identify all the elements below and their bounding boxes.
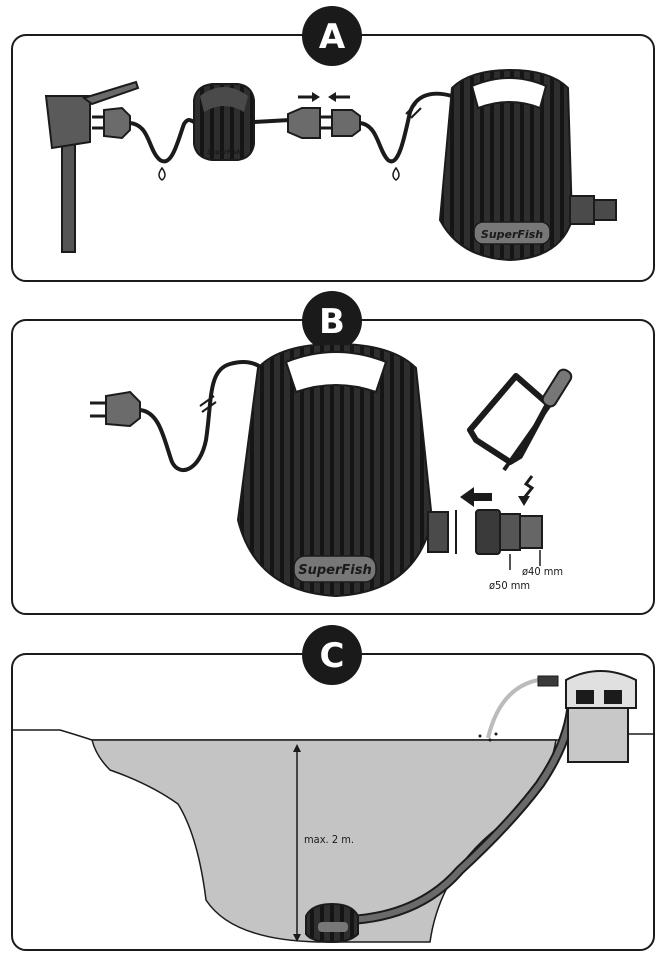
panel-b-label: B xyxy=(319,302,345,342)
filter-icon xyxy=(565,670,637,763)
hacksaw-icon xyxy=(467,368,573,472)
panel-a-label: A xyxy=(319,17,346,57)
plug-icon xyxy=(90,390,141,428)
panel-a-badge: A xyxy=(302,6,362,66)
pump-b: SuperFish xyxy=(236,342,449,598)
panel-b-badge: B xyxy=(302,291,362,351)
panel-a: A SuperFish xyxy=(11,6,655,282)
panel-c-label: C xyxy=(320,636,345,676)
arrow-right-icon xyxy=(298,92,320,102)
diameter-large-label: ø50 mm xyxy=(489,579,530,592)
diameter-small-label: ø40 mm xyxy=(522,565,563,578)
pump-a-brand: SuperFish xyxy=(481,228,543,241)
panel-b: B SuperFish xyxy=(11,291,655,615)
depth-label: max. 2 m. xyxy=(304,833,354,846)
pump-c xyxy=(305,902,359,944)
arrow-left-icon xyxy=(460,487,492,507)
depth-marker xyxy=(293,744,301,942)
hose-adapter xyxy=(475,509,543,570)
transformer-icon: SuperFish xyxy=(193,83,255,161)
panel-c-badge: C xyxy=(302,625,362,685)
panel-c: C max. 2 m. xyxy=(11,625,655,951)
water-drop-icon xyxy=(158,166,166,181)
connector-icon xyxy=(287,107,361,139)
water-drop-icon xyxy=(392,166,400,181)
cut-arrow-icon xyxy=(518,475,535,506)
water-jet xyxy=(486,678,539,739)
transformer-brand: SuperFish xyxy=(207,149,241,156)
pump-b-brand: SuperFish xyxy=(298,563,371,578)
plug-icon xyxy=(92,106,131,140)
pump-a: SuperFish xyxy=(438,68,617,262)
wall-socket-icon xyxy=(44,80,140,253)
arrow-left-icon xyxy=(328,92,350,102)
